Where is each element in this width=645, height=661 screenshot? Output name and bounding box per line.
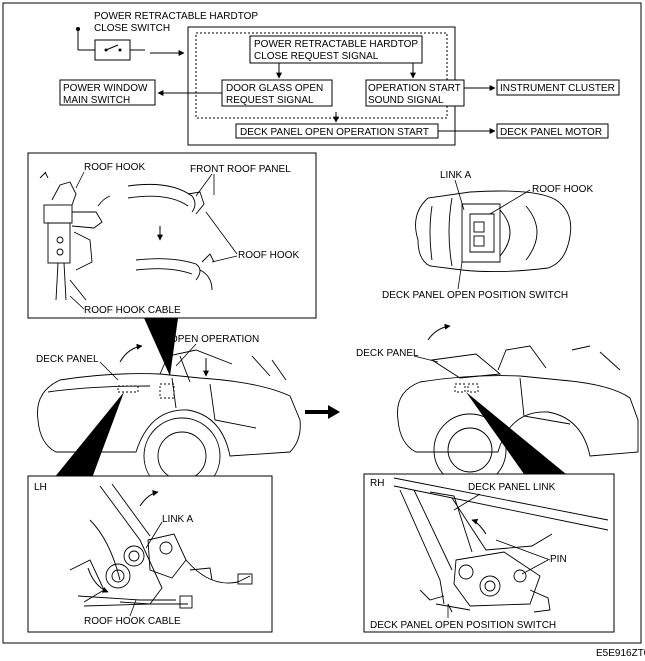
power-window-box <box>59 79 156 106</box>
power-window-line1: POWER WINDOW <box>63 83 148 94</box>
open-operation-label: OPEN OPERATION <box>170 334 259 345</box>
link-a-label-top: LINK A <box>440 170 471 181</box>
deck-switch-label-top: DECK PANEL OPEN POSITION SWITCH <box>382 290 568 301</box>
rh-detail: RH DECK PANEL LINK PIN DECK PANEL OPEN P… <box>363 473 615 633</box>
flow-diagram: POWER RETRACTABLE HARDTOP CLOSE SWITCH P… <box>59 11 620 146</box>
deck-switch-label-rh: DECK PANEL OPEN POSITION SWITCH <box>370 620 556 631</box>
roof-hook-label-topview: ROOF HOOK <box>532 184 593 195</box>
figure-frame <box>2 2 642 644</box>
roof-hook-cable-label-lh: ROOF HOOK CABLE <box>84 616 181 627</box>
transition-arrow <box>305 405 340 419</box>
callout-wedge-rh <box>466 392 566 474</box>
deck-panel-label-right: DECK PANEL <box>356 348 419 359</box>
instrument-cluster-box <box>496 79 620 96</box>
front-roof-panel-label: FRONT ROOF PANEL <box>190 164 291 175</box>
figure-code: E5E916ZT009 <box>596 648 645 659</box>
roof-hook-mechanism-drawing <box>39 171 103 301</box>
deck-panel-motor: DECK PANEL MOTOR <box>500 127 602 138</box>
request-signal-line1: POWER RETRACTABLE HARDTOP <box>254 39 418 50</box>
switch-label-line1: POWER RETRACTABLE HARDTOP <box>94 11 258 22</box>
pin-label: PIN <box>550 554 567 565</box>
callout-wedge-roof <box>144 318 178 376</box>
right-side-car: DECK PANEL <box>356 323 639 487</box>
left-side-car: DECK PANEL OPEN OPERATION <box>36 334 301 495</box>
lh-side-label: LH <box>34 482 47 493</box>
lh-mechanism-drawing <box>69 483 253 609</box>
callout-wedge-lh <box>54 392 124 478</box>
roof-hook-label-top: ROOF HOOK <box>84 162 145 173</box>
op-start-box <box>365 79 465 107</box>
rh-side-label: RH <box>370 478 384 489</box>
front-roof-panel-drawing <box>97 183 215 291</box>
switch-label-line2: CLOSE SWITCH <box>94 23 170 34</box>
door-glass-line1: DOOR GLASS OPEN <box>226 83 323 94</box>
roof-hook-cable-label: ROOF HOOK CABLE <box>84 305 181 316</box>
top-view-car: LINK A ROOF HOOK DECK PANEL OPEN POSITIO… <box>382 170 593 301</box>
request-signal-line2: CLOSE REQUEST SIGNAL <box>254 51 379 62</box>
power-window-line2: MAIN SWITCH <box>63 95 130 106</box>
close-switch-symbol <box>76 27 185 61</box>
deck-op-start: DECK PANEL OPEN OPERATION START <box>240 127 429 138</box>
door-glass-line2: REQUEST SIGNAL <box>226 95 314 106</box>
deck-motor-box <box>496 123 609 139</box>
op-start-line2: SOUND SIGNAL <box>368 95 444 106</box>
deck-panel-link-label: DECK PANEL LINK <box>468 482 556 493</box>
request-signal-box <box>249 35 423 64</box>
controller-inner-dashed <box>195 32 448 119</box>
deck-open-arrow-left <box>119 343 143 363</box>
lh-detail: LH LINK A ROOF HOOK CABLE <box>27 475 273 633</box>
roof-hook-label-right: ROOF HOOK <box>238 250 299 261</box>
deck-panel-label-left: DECK PANEL <box>36 354 99 365</box>
deck-open-arrow-right <box>427 323 451 341</box>
rh-mechanism-drawing <box>393 477 609 613</box>
link-a-label-lh: LINK A <box>162 514 193 525</box>
instrument-cluster: INSTRUMENT CLUSTER <box>500 83 615 94</box>
op-start-line1: OPERATION START <box>368 83 461 94</box>
roof-hook-detail: ROOF HOOK FRONT ROOF PANEL ROOF HOOK ROO… <box>27 152 317 319</box>
